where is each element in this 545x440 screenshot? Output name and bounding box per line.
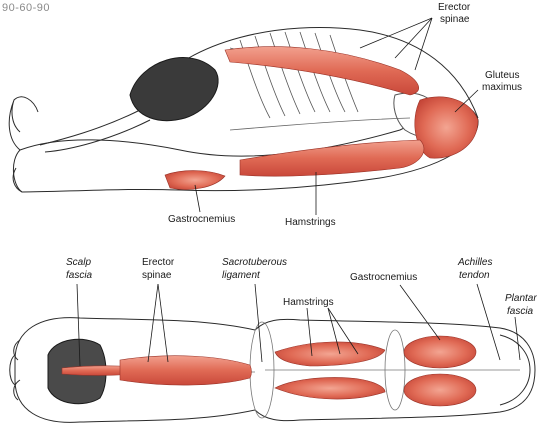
label-hamstrings-top: Hamstrings [285,217,336,228]
bottom-feet [499,334,531,406]
top-leader-lines [194,17,479,215]
bottom-leader-lines [76,283,521,367]
watermark: 90-60-90 [2,2,51,14]
label-gluteus-maximus-1: Gluteus [485,70,520,81]
label-sacrotuberous-ligament-2: ligament [222,270,260,281]
label-erector-spinae-bottom-2: spinae [142,270,172,281]
top-erector-spinae [224,46,419,96]
label-achilles-tendon-1: Achilles [458,257,493,268]
top-gastrocnemius [164,170,226,190]
bottom-hamstrings-upper [274,341,386,367]
top-feet [8,96,39,193]
label-hamstrings-bottom: Hamstrings [283,297,334,308]
label-erector-spinae-bottom-1: Erector [142,257,175,268]
top-back-outline [149,27,479,119]
label-achilles-tendon-2: tendon [459,270,490,281]
bottom-hands [9,339,21,401]
top-arm [39,109,151,153]
label-sacrotuberous-ligament-1: Sacrotuberous [222,257,288,268]
label-gastrocnemius-bottom: Gastrocnemius [350,272,418,283]
label-erector-spinae-top-2: spinae [440,14,470,25]
bottom-gastrocnemius-lower [403,373,477,407]
top-hamstrings [239,139,425,177]
bottom-muscles [61,335,477,407]
label-scalp-fascia-2: fascia [66,270,93,281]
bottom-hamstrings-lower [274,377,386,400]
label-gastrocnemius-top: Gastrocnemius [168,214,236,225]
top-femur [229,117,411,131]
bottom-erector-spinae [119,355,252,386]
label-plantar-fascia-1: Plantar [505,293,537,304]
bottom-figure [9,317,536,423]
label-scalp-fascia-1: Scalp [66,257,92,268]
label-plantar-fascia-2: fascia [507,306,534,317]
top-gluteus-maximus [414,96,479,159]
label-gluteus-maximus-2: maximus [482,82,523,93]
label-erector-spinae-top-1: Erector [438,2,471,13]
top-hair [129,57,219,122]
top-muscles [164,46,479,190]
bottom-gastrocnemius-upper [403,335,477,369]
